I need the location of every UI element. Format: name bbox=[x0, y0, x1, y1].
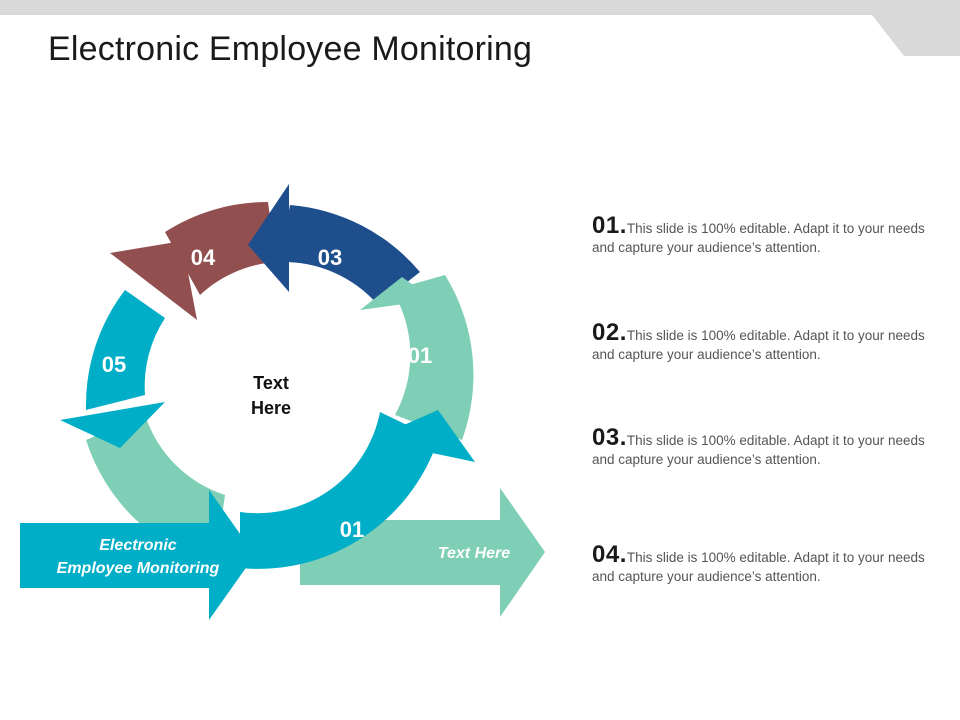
header-band bbox=[0, 0, 960, 56]
segment-3 bbox=[280, 205, 420, 305]
center-label-line1: Text bbox=[253, 373, 289, 393]
right-arrow-label: Text Here bbox=[438, 545, 510, 562]
segment-1-lower bbox=[240, 412, 438, 569]
segment-label-04: 04 bbox=[191, 245, 216, 270]
left-arrow-label-line2: Employee Monitoring bbox=[57, 560, 220, 577]
arrowhead-01-upper bbox=[360, 277, 434, 310]
left-arrow-label-line1: Electronic bbox=[99, 537, 176, 554]
item-text: This slide is 100% editable. Adapt it to… bbox=[592, 221, 925, 255]
left-arrow bbox=[20, 490, 255, 620]
header-band-strip bbox=[0, 0, 960, 15]
segment-5 bbox=[85, 290, 165, 410]
segment-label-01-upper: 01 bbox=[408, 343, 432, 368]
item-text: This slide is 100% editable. Adapt it to… bbox=[592, 328, 925, 362]
arrowhead-01-lower bbox=[370, 410, 475, 462]
list-item: 02.This slide is 100% editable. Adapt it… bbox=[592, 321, 932, 364]
arrowhead-03 bbox=[248, 184, 289, 292]
item-number: 04. bbox=[592, 541, 627, 568]
item-number: 02. bbox=[592, 319, 627, 346]
list-item: 04.This slide is 100% editable. Adapt it… bbox=[592, 543, 932, 586]
segment-label-05: 05 bbox=[102, 352, 126, 377]
segment-label-03: 03 bbox=[318, 245, 342, 270]
center-label-line2: Here bbox=[251, 398, 291, 418]
segment-1-upper bbox=[392, 275, 474, 440]
item-text: This slide is 100% editable. Adapt it to… bbox=[592, 550, 925, 584]
arrowhead-04 bbox=[110, 241, 197, 320]
slide-title: Electronic Employee Monitoring bbox=[48, 30, 533, 68]
item-number: 03. bbox=[592, 424, 627, 451]
arrowhead-05 bbox=[60, 402, 165, 448]
segment-4 bbox=[165, 201, 276, 295]
segment-label-01-lower: 01 bbox=[340, 517, 364, 542]
item-number: 01. bbox=[592, 212, 627, 239]
header-band-corner bbox=[872, 15, 960, 56]
list-item: 01.This slide is 100% editable. Adapt it… bbox=[592, 214, 932, 257]
list-item: 03.This slide is 100% editable. Adapt it… bbox=[592, 426, 932, 469]
item-text: This slide is 100% editable. Adapt it to… bbox=[592, 433, 925, 467]
